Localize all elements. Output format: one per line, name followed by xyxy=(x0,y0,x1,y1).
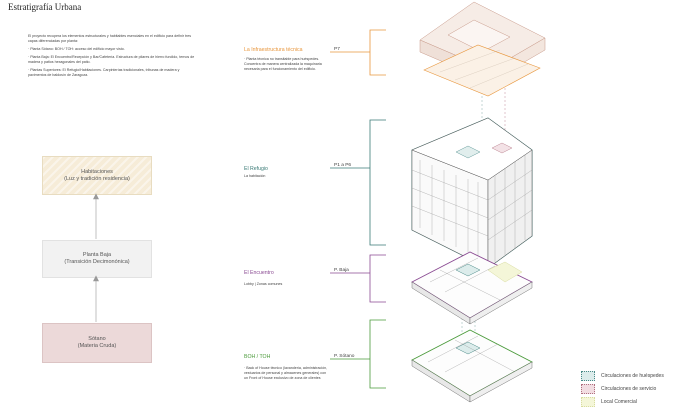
section-desc-infraestructura: · Planta técnica no transitable para hué… xyxy=(244,57,322,71)
layer-box-planta-baja: Planta Baja (Transición Decimonónica) xyxy=(42,240,152,278)
level-label-p7: P7 xyxy=(334,47,340,52)
boh-core-guest xyxy=(455,341,481,355)
section-title-boh: BOH / TOH xyxy=(244,354,271,360)
section-title-refugio: El Refugio xyxy=(244,166,268,172)
arrow-planta-baja-to-habitaciones xyxy=(93,193,99,239)
level-label-psotano: P. Sótano xyxy=(334,354,355,359)
section-desc-boh: · Back of House técnico (lavandería, adm… xyxy=(244,366,328,380)
legend-swatch-servicio xyxy=(581,384,595,394)
legend-label: Circulaciones de huéspedes xyxy=(601,373,664,379)
p7-slab xyxy=(423,44,541,97)
encuentro-commercial xyxy=(487,261,523,283)
bracket-infraestructura xyxy=(330,29,386,76)
layer-box-title: Habitaciones xyxy=(81,168,113,175)
building-windows xyxy=(411,155,533,262)
arrow-sotano-to-planta-baja xyxy=(93,275,99,322)
layer-box-title: Sótano xyxy=(88,336,106,342)
bracket-encuentro xyxy=(330,254,386,303)
boh-walls xyxy=(427,335,516,373)
encuentro-core-guest xyxy=(455,263,481,277)
page-title: Estratigrafía Urbana xyxy=(8,2,82,12)
section-title-encuentro: El Encuentro xyxy=(244,270,274,276)
legend-item-huespedes: Circulaciones de huéspedes xyxy=(581,371,664,381)
refugio-core-guest xyxy=(455,145,481,159)
legend-label: Circulaciones de servicio xyxy=(601,386,657,392)
section-desc-refugio: La habitación xyxy=(244,174,266,178)
bracket-refugio xyxy=(330,119,386,246)
section-title-infraestructura: La Infraestructura técnica xyxy=(244,47,303,53)
legend-item-comercial: Local Comercial xyxy=(581,397,637,407)
intro-paragraph: El proyecto recupera los elementos estru… xyxy=(28,34,192,43)
intro-text: El proyecto recupera los elementos estru… xyxy=(28,34,198,81)
floor-boh xyxy=(411,329,533,403)
layer-box-title: Planta Baja xyxy=(82,252,112,258)
intro-paragraph: · Planta Sótano: BOH / TOH: acceso del e… xyxy=(28,47,125,51)
section-desc-encuentro: Lobby | Zonas comunes xyxy=(244,282,283,286)
intro-paragraph: · Plantas Superiores: El Refugio/Habitac… xyxy=(28,68,180,77)
level-label-p1-p6: P1 a P6 xyxy=(334,163,352,168)
floor-encuentro xyxy=(411,251,533,325)
legend-item-servicio: Circulaciones de servicio xyxy=(581,384,656,394)
layer-box-subtitle: (Materia Cruda) xyxy=(77,343,117,349)
encuentro-walls xyxy=(429,257,501,301)
layer-box-subtitle: (Luz y tradición residencia) xyxy=(64,175,130,182)
legend-swatch-huespedes xyxy=(581,371,595,381)
layer-box-subtitle: (Transición Decimonónica) xyxy=(64,259,130,265)
layer-box-sotano: Sótano (Materia Cruda) xyxy=(42,323,152,363)
p7-slab-detail xyxy=(439,49,529,89)
layer-box-habitaciones: Habitaciones (Luz y tradición residencia… xyxy=(42,156,152,195)
intro-paragraph: · Planta Baja: El Encuentro/Recepción y … xyxy=(28,55,195,64)
refugio-core-service xyxy=(491,142,513,154)
building-refugio xyxy=(411,117,533,269)
bracket-boh xyxy=(330,319,386,389)
legend-swatch-comercial xyxy=(581,397,595,407)
level-label-pbaja: P. Baja xyxy=(334,268,349,273)
legend-label: Local Comercial xyxy=(601,399,637,405)
